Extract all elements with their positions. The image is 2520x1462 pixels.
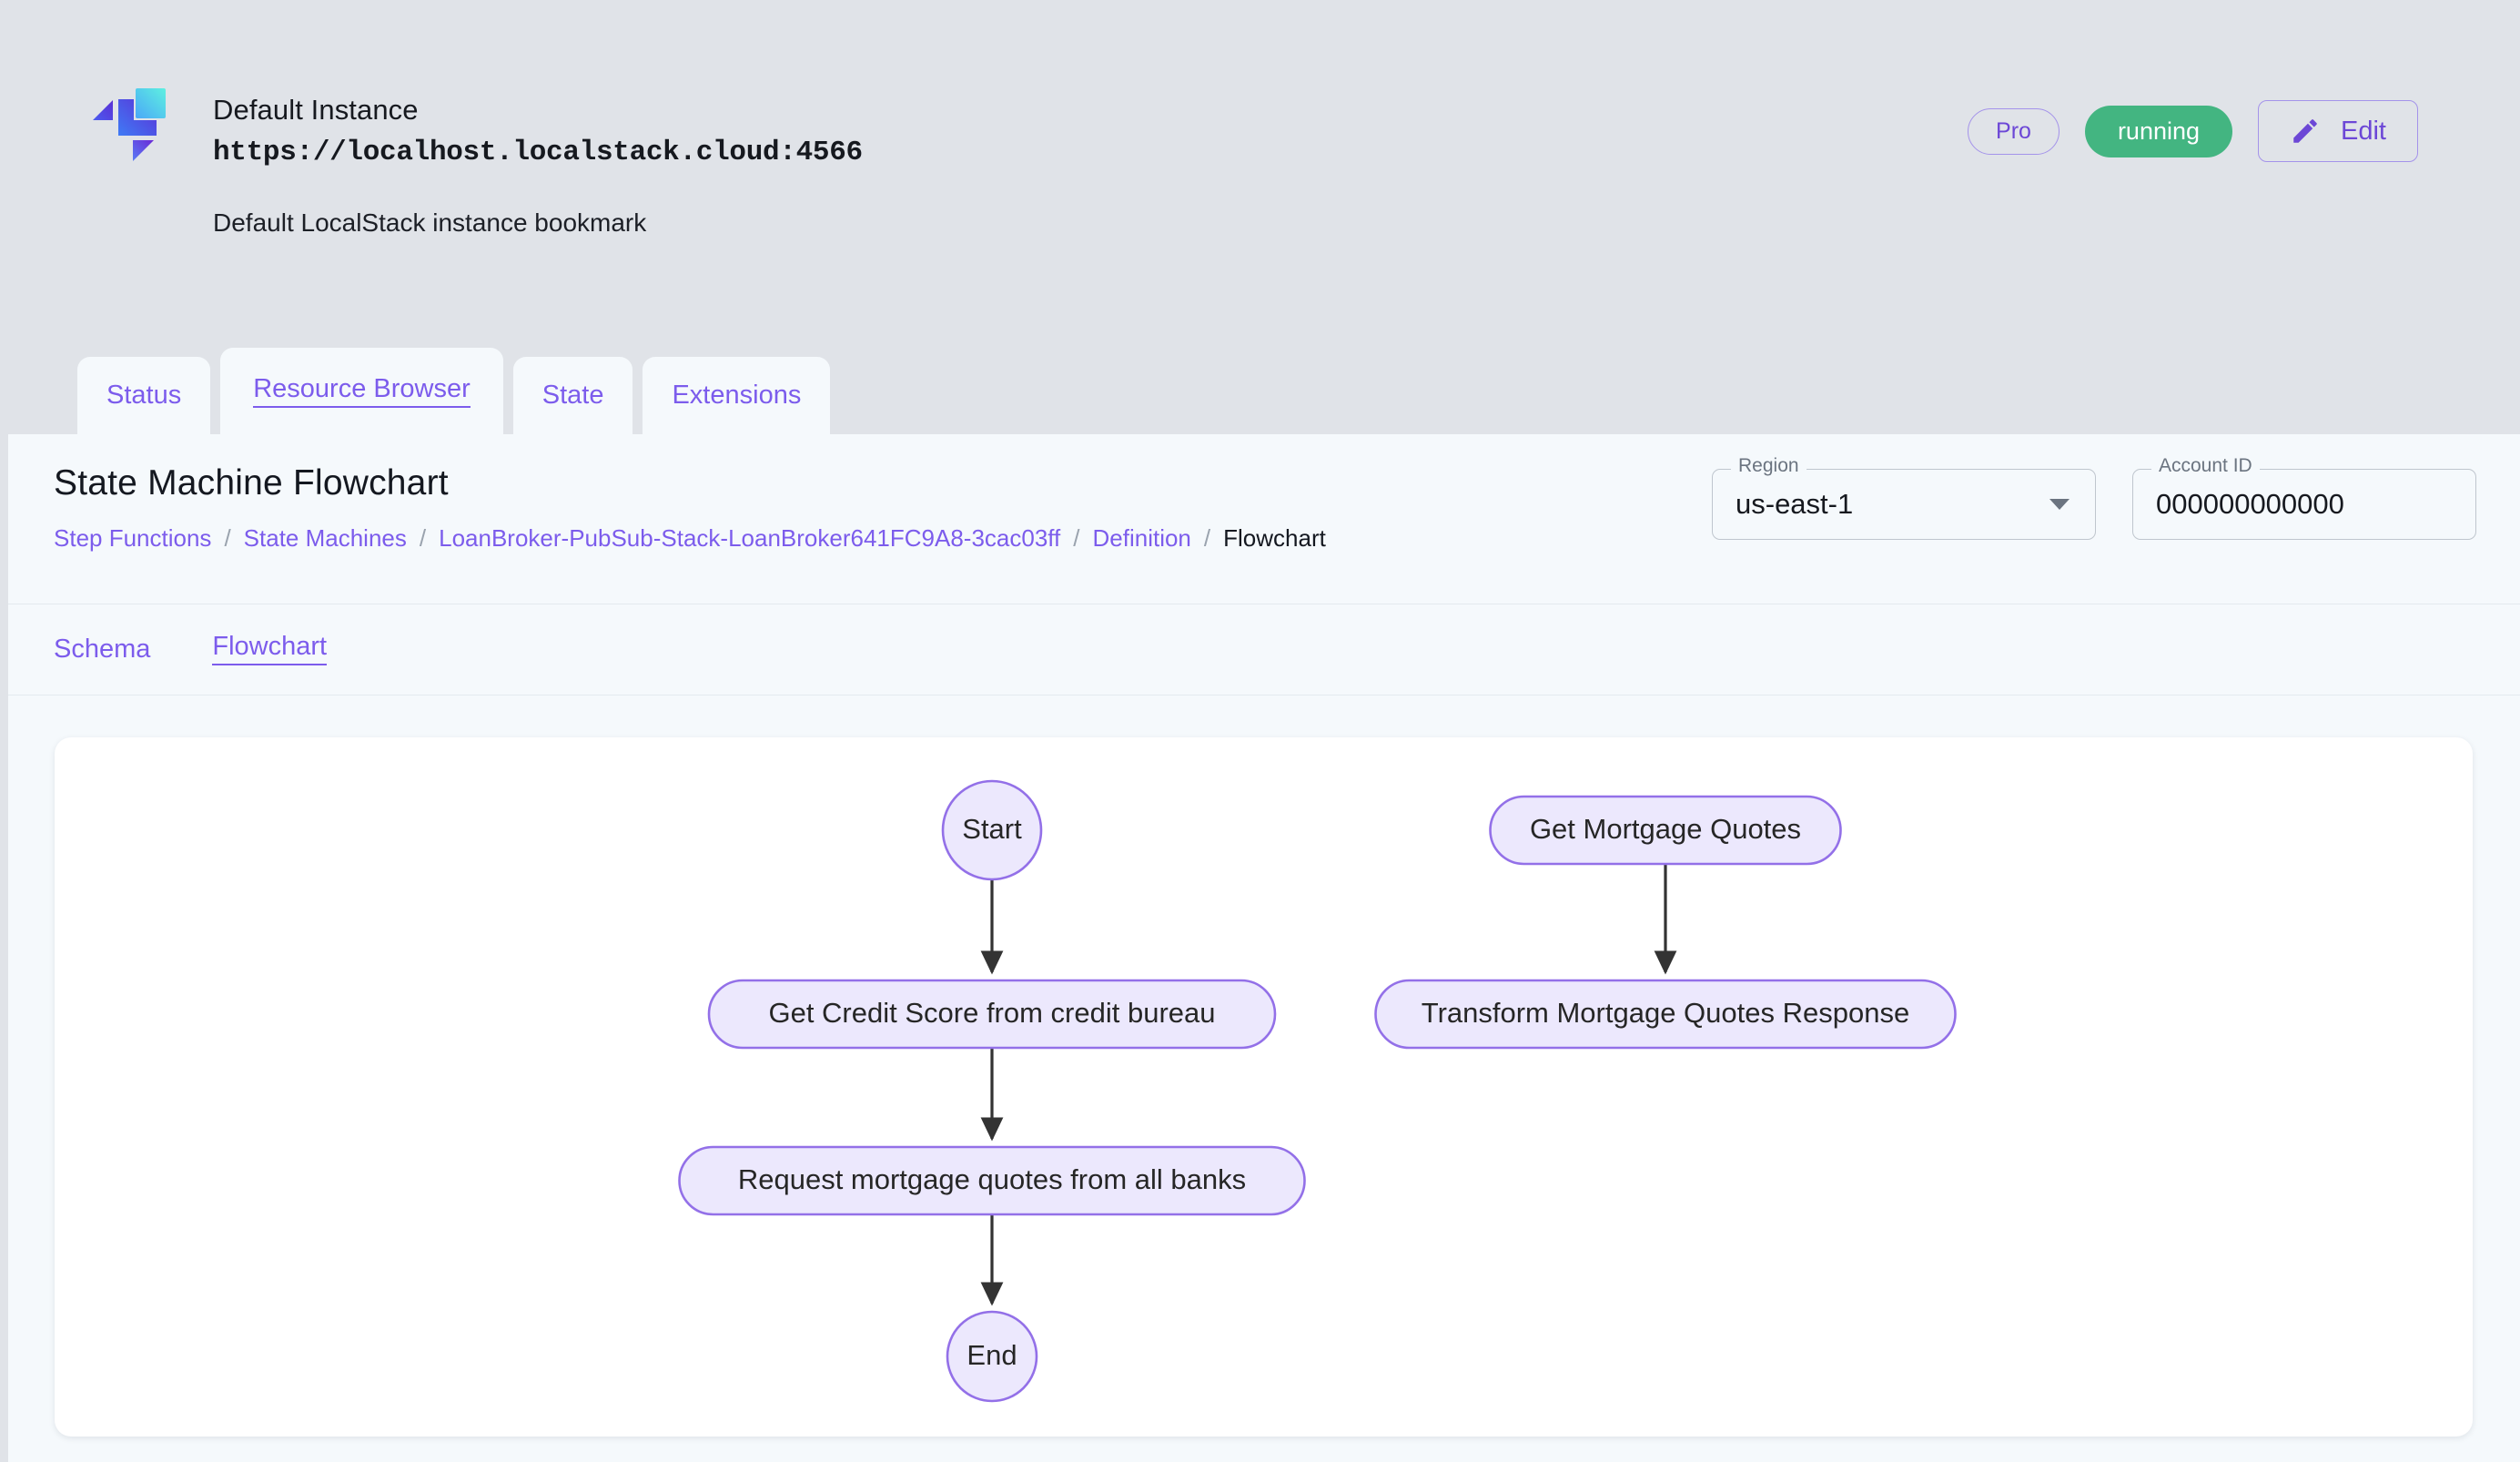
breadcrumb-item-step-functions[interactable]: Step Functions <box>54 524 212 552</box>
status-badge[interactable]: running <box>2084 105 2233 157</box>
subtab-flowchart[interactable]: Flowchart <box>212 634 328 665</box>
flowchart-node-credit[interactable]: Get Credit Score from credit bureau <box>707 979 1277 1050</box>
breadcrumb-separator: / <box>419 524 427 552</box>
flowchart-node-label: Start <box>962 813 1022 845</box>
breadcrumb-separator: / <box>224 524 231 552</box>
account-id-label: Account ID <box>2151 456 2260 475</box>
main-tabs: Status Resource Browser State Extensions <box>77 348 831 434</box>
tab-status[interactable]: Status <box>77 357 211 434</box>
instance-url: https://localhost.localstack.cloud:4566 <box>213 136 863 168</box>
instance-summary: Default Instance https://localhost.local… <box>88 80 863 238</box>
breadcrumb-item-definition[interactable]: Definition <box>1092 524 1191 552</box>
tab-state-label: State <box>541 381 604 410</box>
scope-selectors: Region us-east-1 Account ID 000000000000 <box>1712 456 2476 540</box>
tab-resource-browser[interactable]: Resource Browser <box>220 348 503 434</box>
breadcrumb-item-flowchart: Flowchart <box>1223 524 1326 552</box>
region-label: Region <box>1731 456 1807 475</box>
breadcrumb-item-state-machine-name[interactable]: LoanBroker-PubSub-Stack-LoanBroker641FC9… <box>439 524 1061 552</box>
account-id-field[interactable]: Account ID 000000000000 <box>2132 456 2476 540</box>
flowchart-node-getquotes[interactable]: Get Mortgage Quotes <box>1489 795 1842 866</box>
flowchart-node-request[interactable]: Request mortgage quotes from all banks <box>678 1145 1306 1216</box>
pro-badge[interactable]: Pro <box>1968 107 2060 155</box>
instance-header: Default Instance https://localhost.local… <box>0 0 2520 434</box>
page-title: State Machine Flowchart <box>54 463 449 503</box>
resource-browser-panel: State Machine Flowchart Step Functions /… <box>8 434 2520 1462</box>
edit-button[interactable]: Edit <box>2258 100 2418 162</box>
definition-subtabs: Schema Flowchart <box>8 604 2520 695</box>
flowchart-node-start[interactable]: Start <box>941 779 1043 881</box>
tab-extensions-label: Extensions <box>672 381 802 410</box>
instance-description: Default LocalStack instance bookmark <box>213 208 647 237</box>
region-value: us-east-1 <box>1736 488 1854 520</box>
flowchart-node-shape <box>707 979 1277 1050</box>
tab-resource-browser-label: Resource Browser <box>253 374 471 408</box>
instance-text-block: Default Instance https://localhost.local… <box>213 80 863 238</box>
pencil-icon <box>2290 116 2321 147</box>
flowchart-node-shape <box>678 1145 1306 1216</box>
instance-name: Default Instance <box>213 94 419 126</box>
subtab-schema[interactable]: Schema <box>54 635 151 664</box>
tab-extensions[interactable]: Extensions <box>643 357 831 434</box>
panel-header: State Machine Flowchart Step Functions /… <box>8 434 2520 604</box>
breadcrumb: Step Functions / State Machines / LoanBr… <box>54 524 1326 553</box>
flowchart-node-label: Get Mortgage Quotes <box>1530 813 1801 845</box>
flowchart-node-label: End <box>967 1339 1017 1371</box>
flowchart-node-transform[interactable]: Transform Mortgage Quotes Response <box>1374 979 1957 1050</box>
flowchart-node-end[interactable]: End <box>946 1310 1038 1403</box>
tab-status-label: Status <box>106 381 182 410</box>
flowchart-node-shape <box>1374 979 1957 1050</box>
breadcrumb-separator: / <box>1203 524 1211 552</box>
flowchart-node-label: Get Credit Score from credit bureau <box>768 997 1215 1029</box>
localstack-logo-icon <box>88 80 177 168</box>
flowchart-node-shape <box>946 1310 1038 1403</box>
flowchart-node-shape <box>941 779 1043 881</box>
header-actions: Pro running Edit <box>1968 100 2418 162</box>
region-select[interactable]: Region us-east-1 <box>1712 456 2096 540</box>
flowchart-node-shape <box>1489 795 1842 866</box>
tab-state[interactable]: State <box>512 357 633 434</box>
account-id-value: 000000000000 <box>2156 488 2344 520</box>
breadcrumb-separator: / <box>1073 524 1080 552</box>
flowchart-edges <box>980 864 1677 1306</box>
edit-button-label: Edit <box>2341 116 2386 146</box>
chevron-down-icon[interactable] <box>2049 499 2070 510</box>
breadcrumb-item-state-machines[interactable]: State Machines <box>243 524 407 552</box>
flowchart-node-label: Request mortgage quotes from all banks <box>738 1163 1246 1195</box>
flowchart-node-label: Transform Mortgage Quotes Response <box>1422 997 1909 1029</box>
